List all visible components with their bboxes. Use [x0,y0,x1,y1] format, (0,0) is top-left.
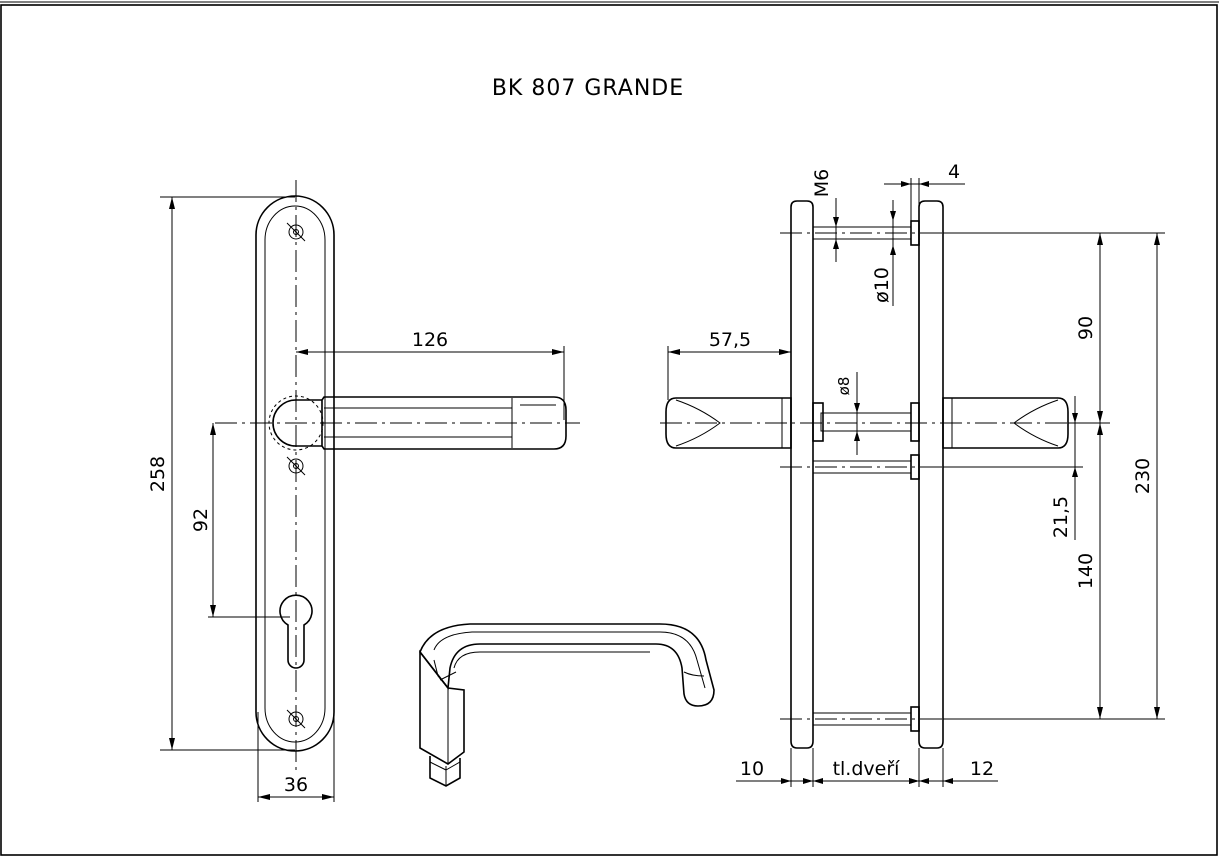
dim-inner-plate-thickness: 12 [970,758,994,780]
dim-top-to-spindle: 90 [1075,316,1097,340]
side-view [660,200,1110,749]
spindle [820,412,912,432]
bottom-screw-icon [286,709,306,729]
outer-handle [665,397,792,449]
dim-spindle-square: ø8 [835,377,853,396]
cylinder-keyhole [279,594,313,669]
dim-handle-projection: 57,5 [709,329,751,351]
handle-rose [272,399,322,447]
dim-door-thickness: tl.dveří [833,758,901,780]
inner-handle [942,397,1069,449]
sheet-border [0,4,1218,856]
dim-rose-offset: 4 [948,161,960,183]
isometric-handle-illustration [419,623,715,787]
front-view [215,180,580,770]
inner-plate [918,200,944,749]
outer-plate [790,200,814,749]
dim-bolt-spacing: 230 [1132,458,1154,494]
dim-spindle-to-lower-bolt: 21,5 [1050,496,1072,538]
dim-plate-height: 258 [147,456,169,492]
dim-lower-spacing: 140 [1075,553,1097,589]
handle-lever [321,396,567,450]
dim-plate-width: 36 [284,774,308,796]
side-dimensions: 57,5 M6 4 ø10 ø8 90 140 [667,161,1165,787]
dim-screw-thread: M6 [811,169,833,197]
back-plate-inner-edge [264,205,326,743]
dim-outer-plate-thickness: 10 [740,758,764,780]
dim-handle-length: 126 [412,329,448,351]
front-dimensions: 258 126 92 36 [147,196,565,802]
dim-spindle-to-cylinder: 92 [190,508,212,532]
drawing-title: BK 807 GRANDE [492,76,684,101]
top-screw-icon [286,222,306,242]
dim-bolt-diameter: ø10 [871,267,893,303]
middle-screw-icon [286,456,306,476]
